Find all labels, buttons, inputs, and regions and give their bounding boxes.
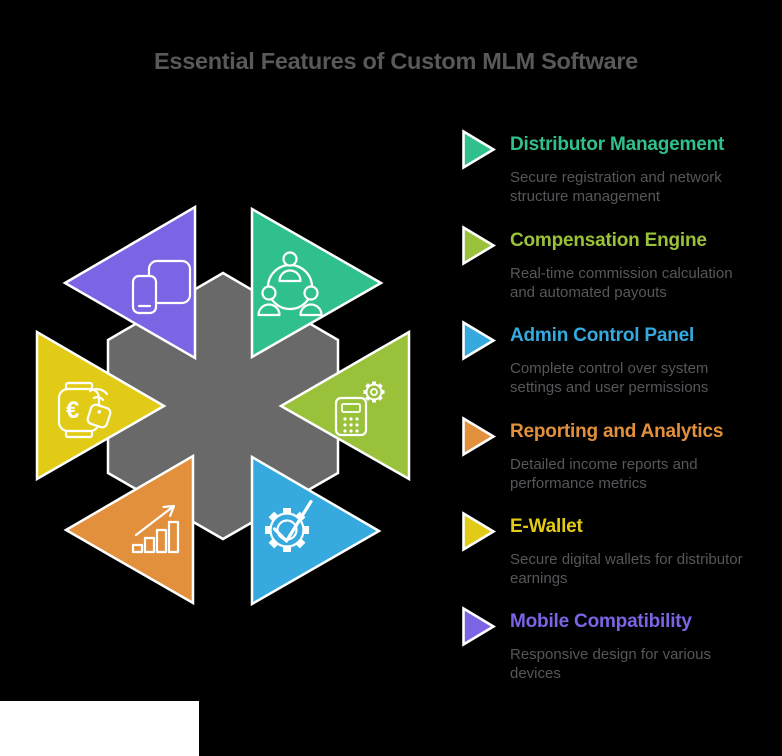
play-triangle-icon	[462, 320, 497, 361]
legend-description: Secure digital wallets for distributor e…	[510, 551, 743, 587]
segment-triangle	[250, 206, 384, 360]
watermark-patch	[0, 701, 199, 756]
play-triangle-icon	[462, 129, 497, 170]
legend-description: Complete control over system settings an…	[510, 360, 709, 396]
play-triangle-icon	[462, 606, 497, 647]
segment-admin-control-panel	[250, 454, 382, 607]
segment-triangle	[63, 453, 195, 606]
network-people-icon	[257, 251, 323, 317]
segment-mobile-compatibility	[62, 204, 197, 361]
legend-title: Reporting and Analytics	[510, 421, 724, 442]
devices-icon	[131, 259, 192, 315]
legend-item-admin-control-panel: Admin Control Panel Complete control ove…	[461, 320, 750, 397]
segment-reporting-analytics	[63, 453, 195, 606]
legend-title: Admin Control Panel	[510, 325, 695, 346]
legend-description: Real-time commission calculation and aut…	[510, 265, 733, 301]
legend-item-compensation-engine: Compensation Engine Real-time commission…	[461, 225, 750, 302]
segment-triangle	[250, 454, 382, 607]
wallet-contactless-icon: €	[57, 381, 112, 439]
calculator-gear-icon	[334, 381, 385, 437]
gear-check-icon	[265, 499, 313, 552]
legend-item-reporting-analytics: Reporting and Analytics Detailed income …	[461, 416, 750, 493]
segment-distributor-management	[250, 206, 384, 360]
play-triangle-icon	[462, 416, 497, 457]
growth-chart-icon	[131, 504, 180, 554]
legend-item-e-wallet: E-Wallet Secure digital wallets for dist…	[461, 511, 750, 588]
legend-title: Compensation Engine	[510, 230, 707, 251]
legend-description: Responsive design for various devices	[510, 646, 711, 682]
legend-description: Secure registration and network structur…	[510, 169, 722, 205]
mini-gear-icon	[363, 381, 385, 403]
legend-item-mobile-compatibility: Mobile Compatibility Responsive design f…	[461, 606, 750, 683]
legend-item-distributor-management: Distributor Management Secure registrati…	[461, 129, 750, 206]
euro-symbol: €	[66, 397, 79, 424]
legend-title: Distributor Management	[510, 134, 725, 155]
page-title: Essential Features of Custom MLM Softwar…	[154, 48, 638, 74]
segment-triangle	[62, 204, 197, 361]
play-triangle-icon	[462, 225, 497, 266]
legend-description: Detailed income reports and performance …	[510, 456, 698, 492]
segment-e-wallet: €	[35, 329, 167, 482]
segment-compensation-engine	[278, 329, 411, 482]
legend-title: Mobile Compatibility	[510, 611, 692, 632]
play-triangle-icon	[462, 511, 497, 552]
legend-title: E-Wallet	[510, 516, 583, 537]
